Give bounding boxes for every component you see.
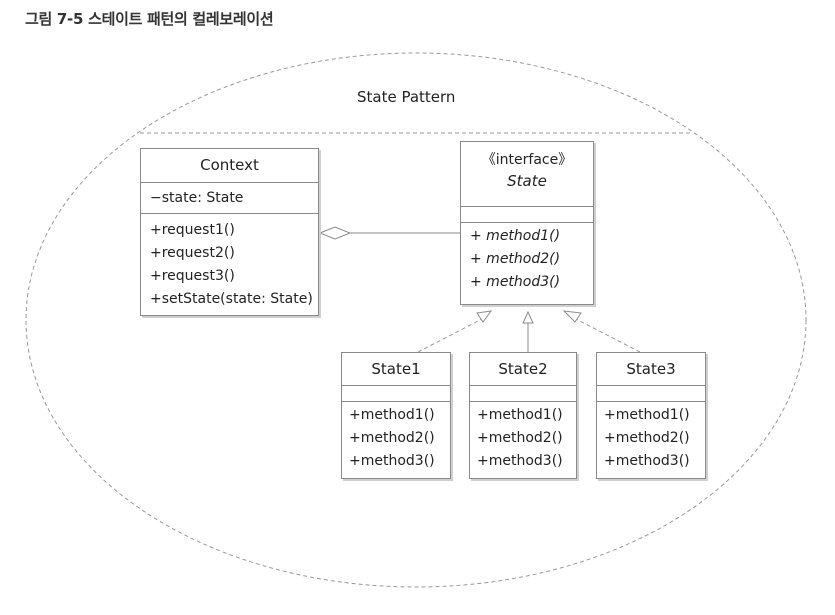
state2-attributes <box>470 385 576 401</box>
figure-number: 그림 7-5 <box>25 10 84 28</box>
interface-operation: + method1() <box>470 228 561 244</box>
context-operation: +request1() <box>150 222 235 238</box>
context-attribute: −state: State <box>150 190 244 206</box>
context-class: Context −state: State +request1() +reque… <box>140 148 319 316</box>
aggregation-diamond <box>318 226 352 240</box>
state-interface: 《interface》 State + method1() + method2(… <box>460 141 594 305</box>
interface-stereotype: 《interface》 <box>481 152 573 168</box>
figure-caption: 그림 7-5 스테이트 패턴의 컬레보레이션 <box>25 8 274 29</box>
interface-operation: + method2() <box>470 251 561 267</box>
realization-arrow-state1 <box>476 310 493 323</box>
state3-attributes <box>597 385 705 401</box>
context-operation: +request2() <box>150 245 235 261</box>
context-operation: +request3() <box>150 268 235 284</box>
state1-class-name: State1 <box>371 360 421 378</box>
state-interface-name: State <box>507 172 547 190</box>
state3-operation: +method2() <box>604 430 690 446</box>
state-interface-operations: + method1() + method2() + method3() <box>461 222 593 294</box>
state2-operation: +method2() <box>477 430 563 446</box>
state2-class: State2 +method1() +method2() +method3() <box>469 352 577 479</box>
state2-class-name: State2 <box>498 360 548 378</box>
state2-operation: +method3() <box>477 453 563 469</box>
state2-operation: +method1() <box>477 407 563 423</box>
collaboration-ellipse <box>25 52 807 588</box>
context-operation: +setState(state: State) <box>150 291 313 307</box>
state3-operations: +method1() +method2() +method3() <box>597 401 705 473</box>
state1-attributes <box>342 385 450 401</box>
state1-operation: +method2() <box>349 430 435 446</box>
state-interface-header: 《interface》 State <box>461 142 593 206</box>
realization-arrow-state2 <box>522 310 534 324</box>
state3-operation: +method1() <box>604 407 690 423</box>
state1-operation: +method1() <box>349 407 435 423</box>
realization-arrow-state3 <box>562 310 582 323</box>
state1-operations: +method1() +method2() +method3() <box>342 401 450 473</box>
figure-title: 스테이트 패턴의 컬레보레이션 <box>88 10 274 28</box>
state2-operations: +method1() +method2() +method3() <box>470 401 576 473</box>
interface-operation: + method3() <box>470 274 561 290</box>
context-attributes: −state: State <box>141 182 318 213</box>
state-interface-attributes <box>461 206 593 222</box>
state1-operation: +method3() <box>349 453 435 469</box>
realization-line-state3 <box>573 317 641 353</box>
state3-class: State3 +method1() +method2() +method3() <box>596 352 706 479</box>
state3-operation: +method3() <box>604 453 690 469</box>
state3-class-name: State3 <box>626 360 676 378</box>
collaboration-name: State Pattern <box>357 88 456 106</box>
context-operations: +request1() +request2() +request3() +set… <box>141 213 318 311</box>
context-class-name: Context <box>200 156 259 174</box>
realization-line-state1 <box>417 317 485 353</box>
state1-class: State1 +method1() +method2() +method3() <box>341 352 451 479</box>
